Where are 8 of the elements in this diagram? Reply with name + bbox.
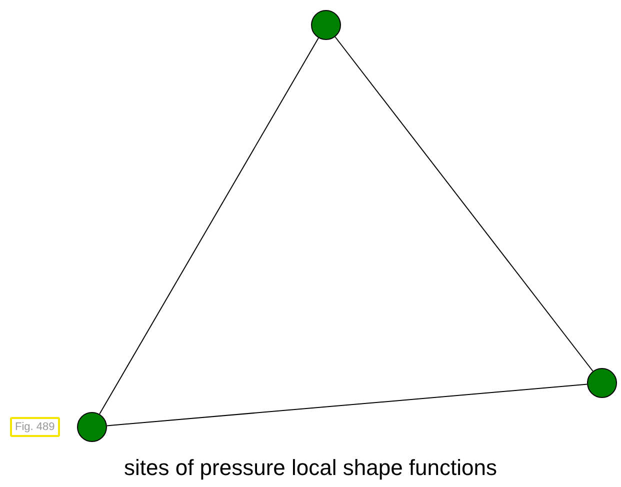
figure-number: Fig. 489: [10, 417, 60, 437]
connector-line: [99, 37, 319, 415]
node-circle: [311, 10, 341, 40]
connector-line: [334, 36, 594, 372]
caption: sites of pressure local shape functions: [123, 455, 498, 481]
connector-line: [106, 384, 588, 426]
node-circle: [587, 368, 617, 398]
node-circle: [77, 412, 107, 442]
